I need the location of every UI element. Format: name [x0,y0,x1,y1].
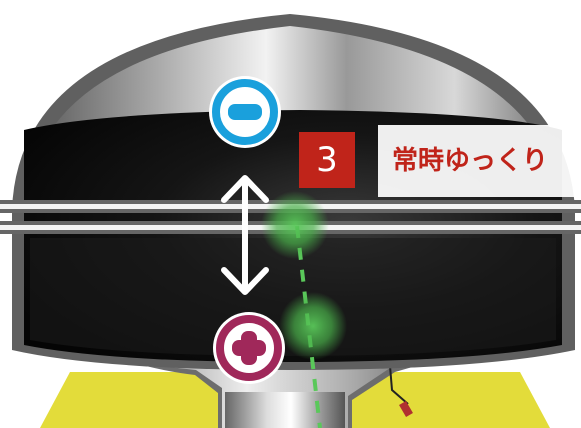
indicator-path [295,225,322,428]
indicator-glow-upper [261,191,329,259]
minus-circle-icon[interactable] [209,76,281,148]
plus-circle-icon[interactable] [213,312,285,384]
double-arrow-vertical-icon [221,175,269,295]
step-number-badge: 3 [299,132,355,188]
knob-stem [225,392,345,428]
indicator-glow-lower [279,292,347,360]
step-caption: 常時ゆっくり [378,125,581,197]
